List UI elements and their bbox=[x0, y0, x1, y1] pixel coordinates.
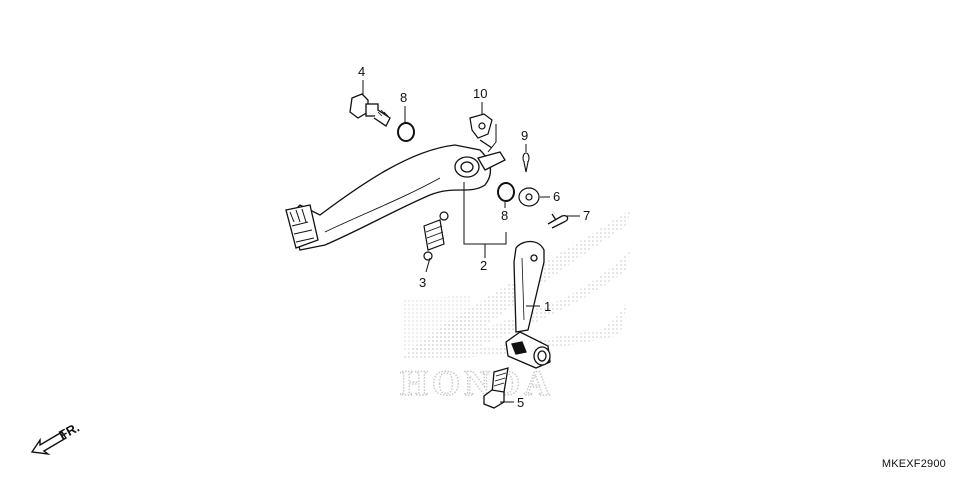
snap-clip[interactable] bbox=[547, 213, 569, 229]
callout-8-upper: 8 bbox=[400, 90, 407, 105]
brake-pedal[interactable] bbox=[285, 139, 506, 251]
flat-washer[interactable] bbox=[518, 187, 540, 207]
return-spring[interactable] bbox=[423, 211, 449, 261]
clip-bracket[interactable] bbox=[469, 113, 493, 139]
front-arrow-icon bbox=[30, 431, 67, 456]
callout-5: 5 bbox=[517, 395, 524, 410]
callout-10: 10 bbox=[473, 86, 487, 101]
honda-wordmark-watermark: HONDA bbox=[400, 363, 554, 403]
callout-7: 7 bbox=[583, 208, 590, 223]
callout-6: 6 bbox=[553, 189, 560, 204]
brake-arm[interactable] bbox=[505, 240, 551, 369]
callout-numbers: 4 8 10 9 6 7 8 3 2 1 5 bbox=[358, 64, 590, 410]
clamp-bolt[interactable] bbox=[483, 367, 509, 409]
callout-8-lower: 8 bbox=[501, 208, 508, 223]
callout-9: 9 bbox=[521, 128, 528, 143]
callout-4: 4 bbox=[358, 64, 365, 79]
diagram-code: MKEXF2900 bbox=[881, 458, 946, 470]
callout-1: 1 bbox=[544, 299, 551, 314]
front-direction-indicator: FR. bbox=[30, 420, 82, 456]
cotter-pin[interactable] bbox=[522, 152, 530, 173]
washer-lower[interactable] bbox=[497, 182, 515, 202]
callout-3: 3 bbox=[419, 275, 426, 290]
pivot-bolt[interactable] bbox=[349, 93, 391, 127]
leader-lines bbox=[362, 80, 580, 403]
washer-upper[interactable] bbox=[397, 122, 415, 142]
callout-2: 2 bbox=[480, 258, 487, 273]
